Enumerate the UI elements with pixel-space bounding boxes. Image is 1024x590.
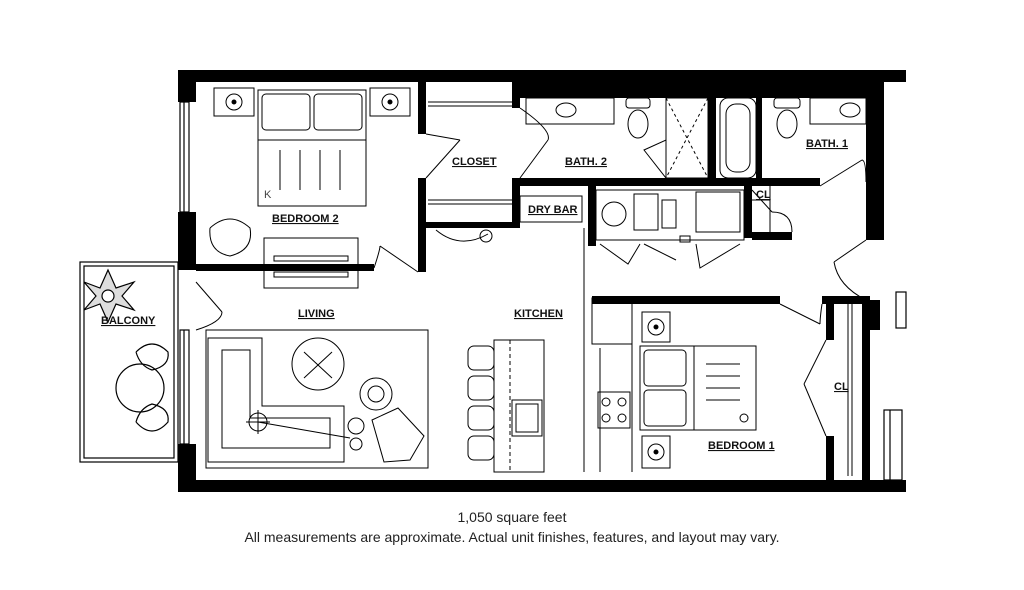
bistro-table-icon (115, 343, 169, 432)
label-dry-bar: DRY BAR (528, 204, 578, 216)
bath1-fixtures (719, 97, 867, 179)
label-closet-lower: CL (834, 381, 849, 393)
plant-icon (83, 268, 136, 324)
label-bedroom-1: BEDROOM 1 (708, 440, 775, 452)
label-kitchen: KITCHEN (514, 308, 563, 320)
label-balcony: BALCONY (101, 315, 156, 327)
doors (195, 107, 867, 437)
label-closet: CLOSET (452, 156, 497, 168)
bed-marker: K (264, 189, 272, 201)
kitchen-fixtures (435, 195, 633, 473)
exterior-walls (178, 70, 906, 492)
label-bath-1: BATH. 1 (806, 138, 848, 150)
label-bath-2: BATH. 2 (565, 156, 607, 168)
bedroom2-furniture (209, 87, 411, 289)
floor-plan: BEDROOM 2 CLOSET BATH. 2 BATH. 1 CL DRY … (79, 70, 907, 492)
bedroom1-furniture (639, 311, 757, 469)
label-closet-upper: CL (756, 189, 771, 201)
windows (179, 101, 907, 481)
interior-walls (196, 82, 870, 482)
bath2-fixtures (525, 97, 745, 243)
label-bedroom-2: BEDROOM 2 (272, 213, 339, 225)
balcony (79, 261, 179, 463)
square-footage: 1,050 square feet (457, 509, 567, 525)
label-living: LIVING (298, 308, 335, 320)
closet-shelves (428, 101, 853, 476)
disclaimer-text: All measurements are approximate. Actual… (244, 529, 780, 545)
room-labels: BEDROOM 2 CLOSET BATH. 2 BATH. 1 CL DRY … (101, 138, 849, 452)
living-furniture (205, 329, 429, 469)
